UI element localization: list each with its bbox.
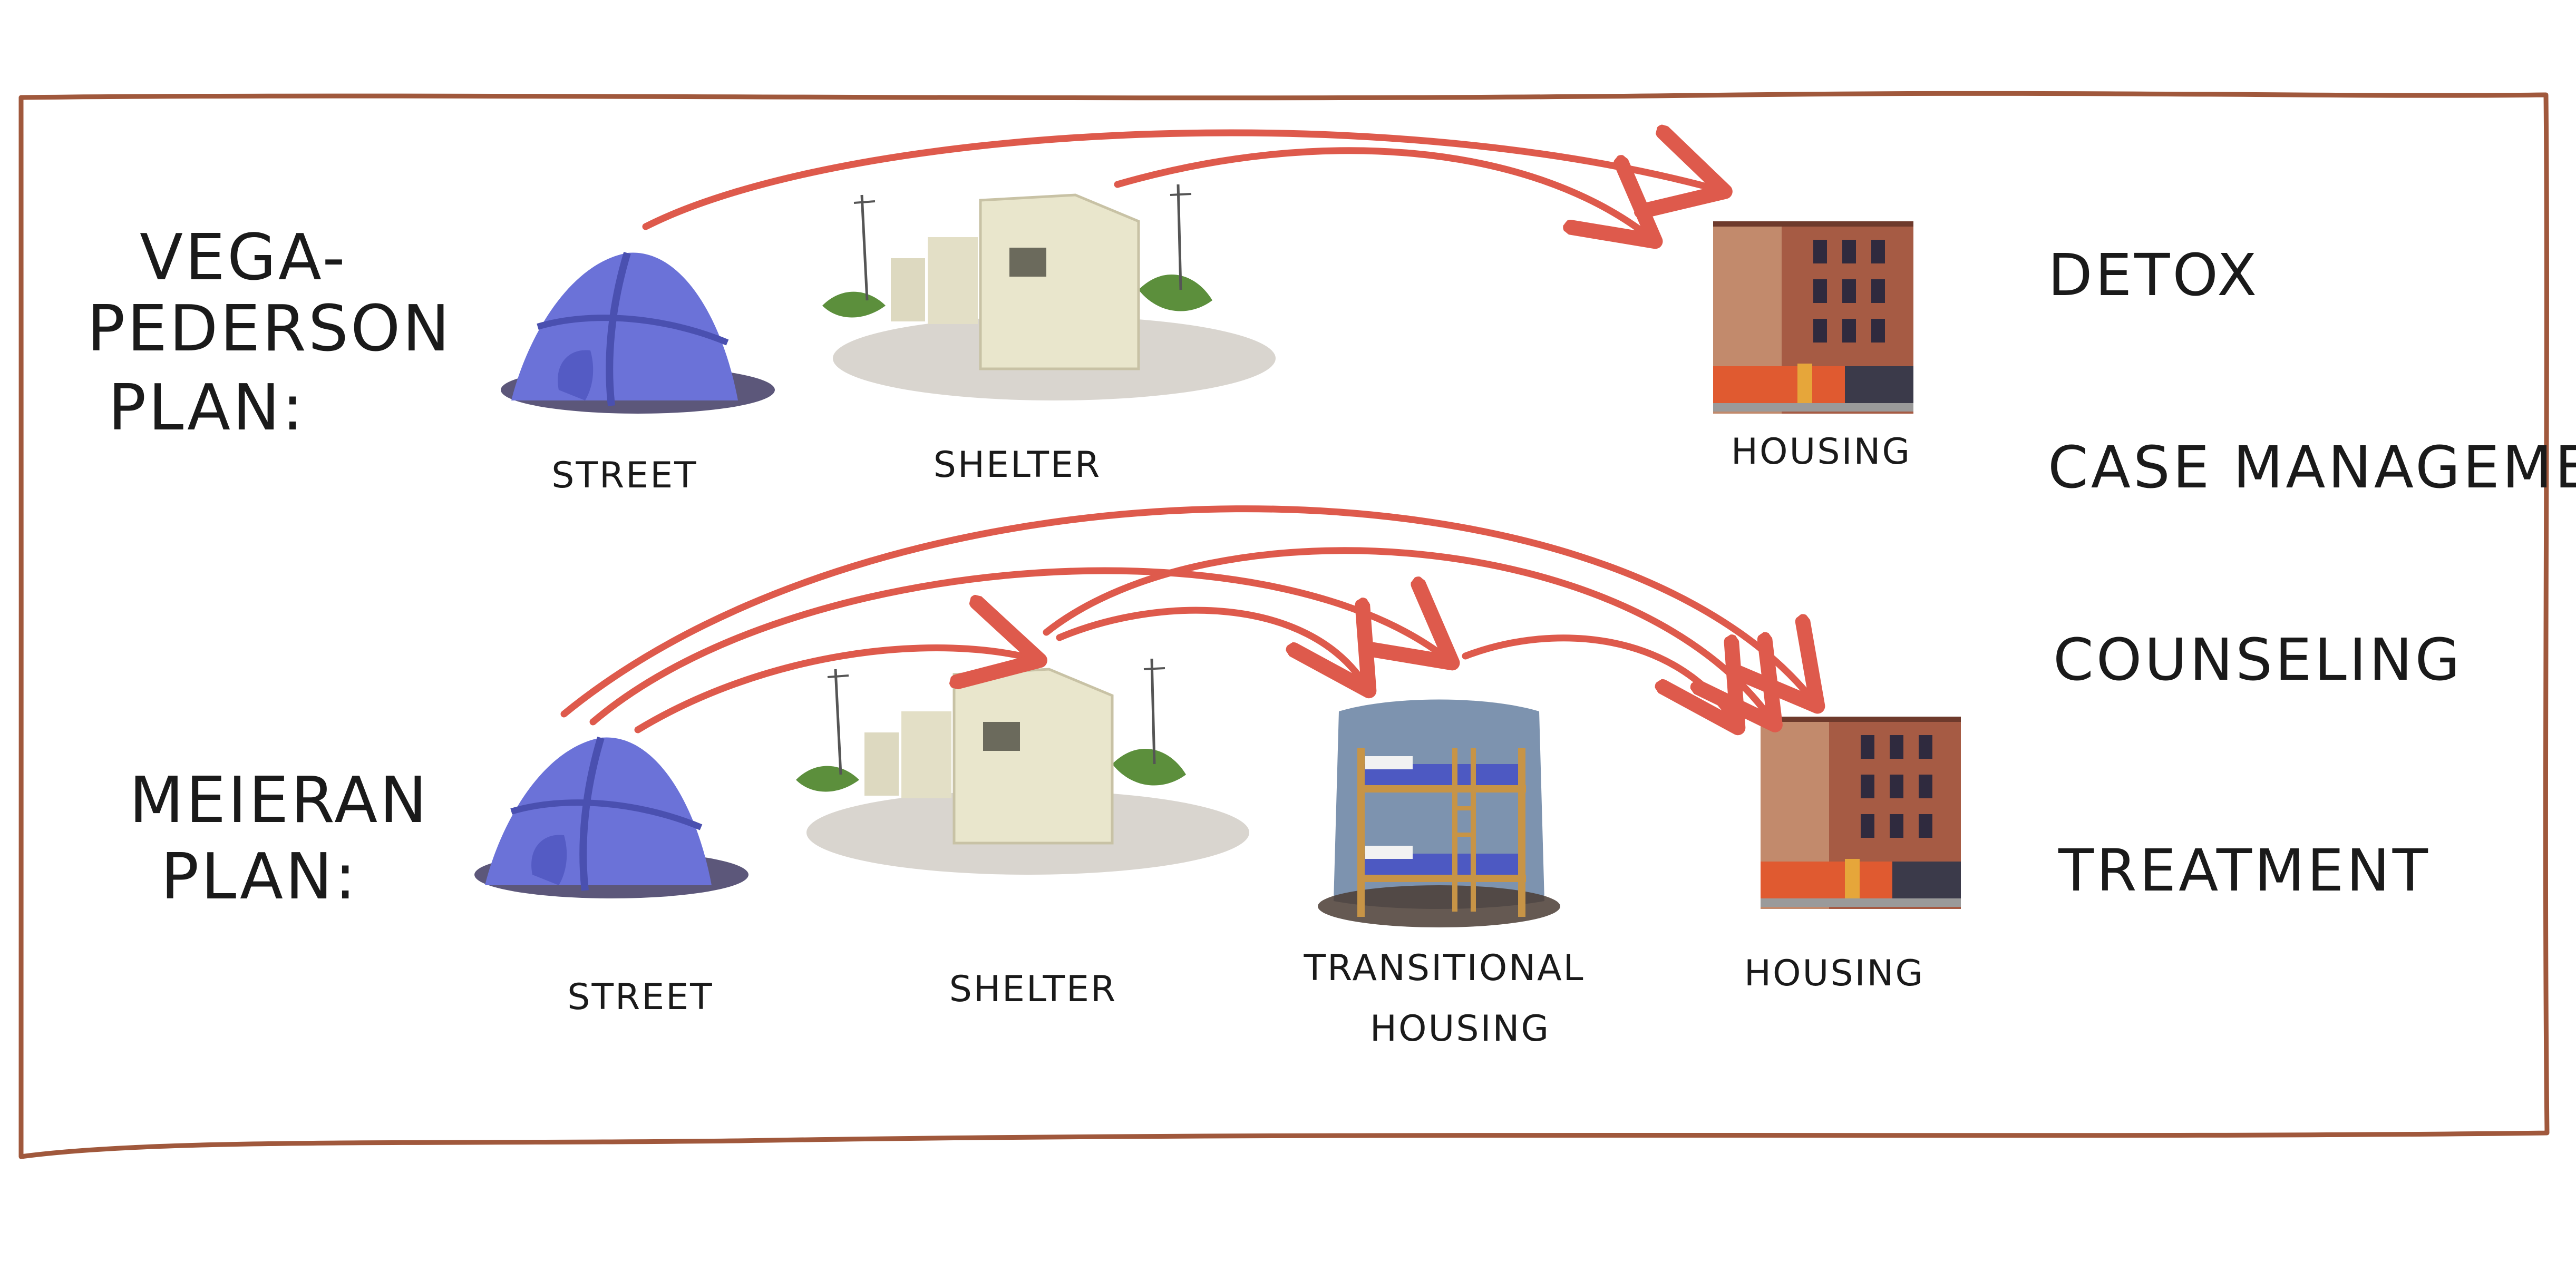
service-treatment: TREATMENT [2058, 837, 2431, 904]
arrow-transitional-to-housing-plan-2 [1462, 638, 1734, 722]
plan-2-node-street-label: STREET [567, 976, 713, 1018]
plan-label-vega-pederson: VEGA- PEDERSON PLAN: [87, 221, 452, 445]
tiny-shelter-icon [822, 184, 1276, 400]
plan-label-meieran: MEIERAN PLAN: [129, 764, 429, 914]
bunk-bed-icon [1318, 699, 1560, 927]
frame-border [18, 91, 2550, 1159]
arrow-shelter-to-transitional-plan-2 [1056, 610, 1365, 685]
plan-2-label-line-2: PLAN: [161, 840, 358, 914]
plan-1-label-line-2: PEDERSON [87, 292, 452, 366]
tent-icon [501, 251, 775, 414]
arrow-street-to-housing-plan-2 [560, 505, 1813, 718]
apartment-building-icon [1761, 717, 1961, 909]
plan-2-node-housing-label: HOUSING [1744, 953, 1924, 994]
plan-1-label-line-3: PLAN: [108, 371, 305, 445]
plan-2-label-line-1: MEIERAN [129, 764, 429, 837]
service-detox: DETOX [2048, 241, 2259, 309]
plan-2-node-transitional-label: TRANSITIONAL [1303, 947, 1585, 989]
arrow-shelter-to-housing-plan-1 [1114, 147, 1650, 237]
service-counseling: COUNSELING [2053, 626, 2463, 693]
plan-2-node-transitional-housing-label: HOUSING [1370, 1008, 1550, 1050]
tent-icon [474, 736, 749, 898]
arrow-street-to-housing-plan-1 [642, 133, 1718, 230]
plan-1-node-street-label: STREET [551, 455, 697, 496]
arrow-street-to-shelter-plan-2 [634, 648, 1033, 733]
services-list: DETOX CASE MANAGEMENT COUNSELING TREATME… [2048, 241, 2576, 904]
plan-1-label-line-1: VEGA- [140, 221, 347, 295]
tiny-shelter-icon [796, 658, 1249, 875]
apartment-building-icon [1713, 221, 1913, 414]
plan-2-node-shelter-label: SHELTER [949, 968, 1117, 1010]
plan-1-node-housing-label: HOUSING [1731, 431, 1911, 473]
plan-1-node-shelter-label: SHELTER [934, 444, 1102, 486]
service-case-management: CASE MANAGEMENT [2048, 434, 2576, 501]
